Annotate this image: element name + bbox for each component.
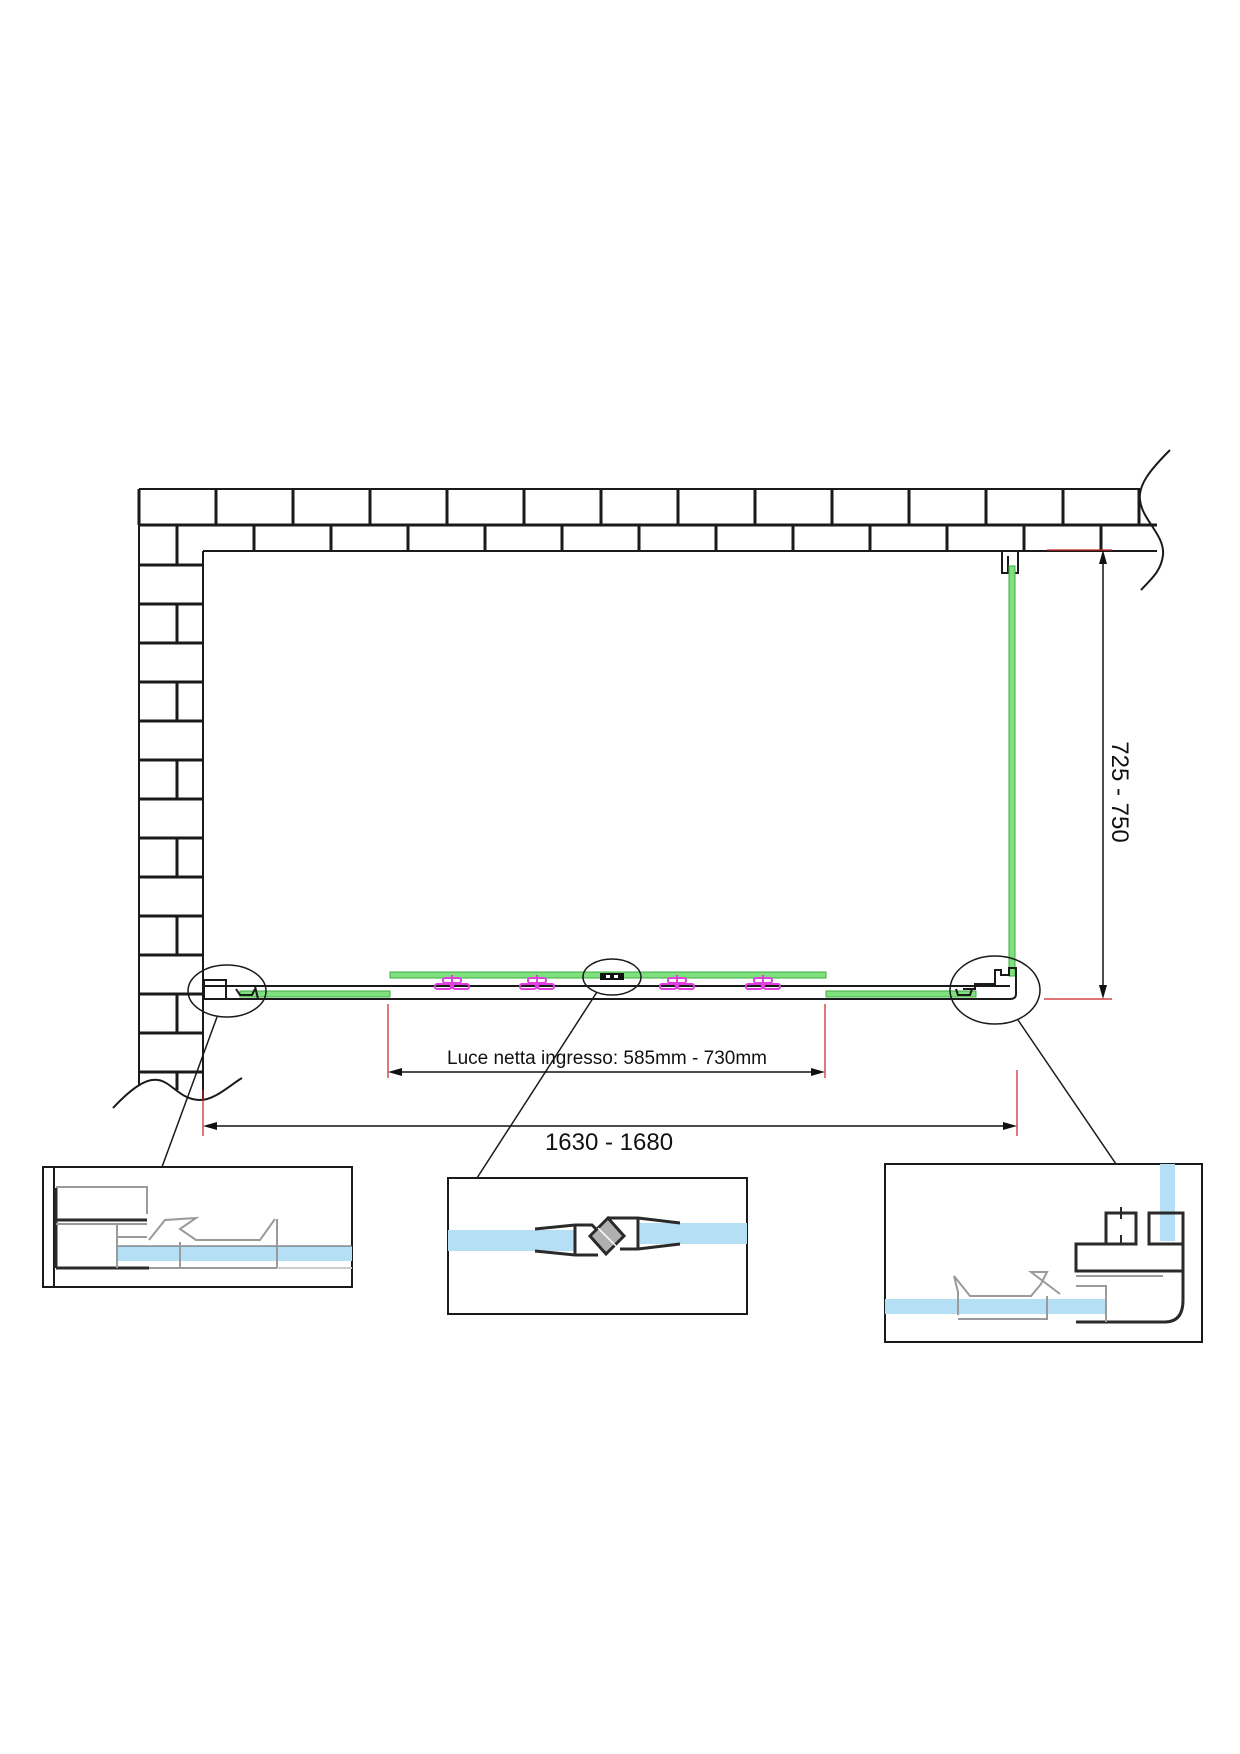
corner-profile-icon	[955, 967, 1017, 1000]
front-fixed-glass-right	[825, 990, 977, 998]
wall-break-right	[1138, 449, 1171, 591]
detail-left-wall-profile	[42, 1166, 353, 1288]
roller-icons	[434, 975, 781, 990]
depth-label: 725 - 750	[1106, 741, 1133, 842]
roller-icon	[434, 975, 470, 990]
callout-ellipse-right	[949, 955, 1041, 1025]
detail-callouts	[161, 955, 1117, 1179]
side-glass-panel	[1008, 565, 1016, 977]
front-fixed-glass-left	[239, 990, 391, 998]
detail-magnetic-seal	[447, 1177, 748, 1315]
roller-icon	[659, 975, 695, 990]
roller-icon	[519, 975, 555, 990]
left-wall-profile-icon	[203, 979, 260, 1000]
total-width-label: 1630 - 1680	[545, 1129, 673, 1156]
dimension-lines	[202, 549, 1112, 1136]
magnetic-seal-icon	[600, 973, 624, 980]
callout-ellipse-left	[187, 964, 267, 1018]
brick-wall	[112, 449, 1171, 1109]
entrance-width-label: Luce netta ingresso: 585mm - 730mm	[447, 1048, 767, 1069]
bottom-track	[203, 985, 1010, 1000]
roller-icon	[745, 975, 781, 990]
callout-ellipse-center	[582, 958, 642, 996]
detail-corner-profile	[884, 1163, 1203, 1343]
wall-break-left	[112, 1077, 243, 1109]
